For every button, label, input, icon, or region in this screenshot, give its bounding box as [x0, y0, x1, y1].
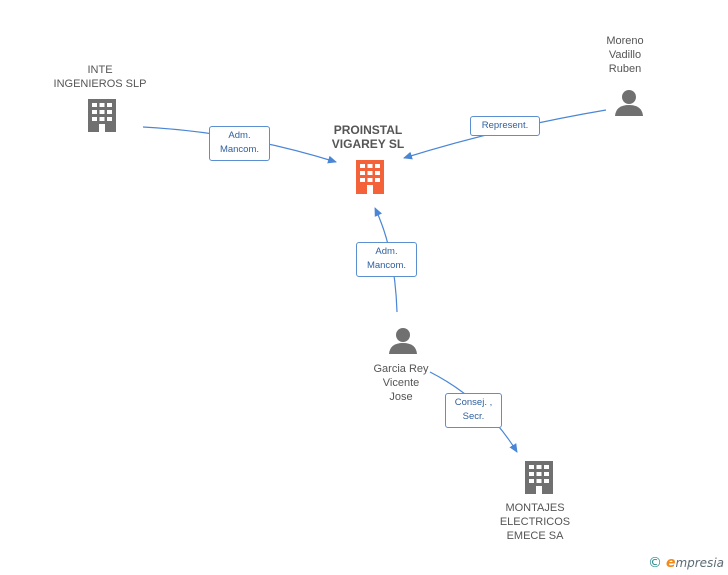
node-label-garcia[interactable]: Garcia Rey Vicente Jose: [373, 363, 429, 403]
node-label-moreno[interactable]: Moreno Vadillo Ruben: [606, 35, 644, 75]
edge-label-inte-center[interactable]: Adm. Mancom.: [209, 126, 270, 161]
person-icon-garcia[interactable]: [389, 328, 417, 354]
brand-initial: e: [665, 555, 676, 571]
building-icon-montajes[interactable]: [525, 461, 553, 494]
node-label-montajes[interactable]: MONTAJES ELECTRICOS EMECE SA: [499, 502, 571, 542]
copyright-icon: ©: [647, 555, 662, 571]
building-icon-center[interactable]: [356, 160, 384, 194]
footer-brand: © empresia: [648, 555, 724, 571]
node-label-inte[interactable]: INTE INGENIEROS SLP: [53, 64, 147, 90]
edge-label-moreno-center[interactable]: Represent.: [470, 116, 540, 136]
person-icon-moreno[interactable]: [615, 90, 643, 116]
empresia-logo[interactable]: empresia: [666, 555, 724, 571]
edge-label-garcia-montajes[interactable]: Consej. , Secr.: [445, 393, 502, 428]
brand-rest: mpresia: [675, 556, 724, 570]
edge-label-garcia-center[interactable]: Adm. Mancom.: [356, 242, 417, 277]
node-label-center[interactable]: PROINSTAL VIGAREY SL: [331, 123, 405, 151]
building-icon-inte[interactable]: [88, 99, 116, 132]
